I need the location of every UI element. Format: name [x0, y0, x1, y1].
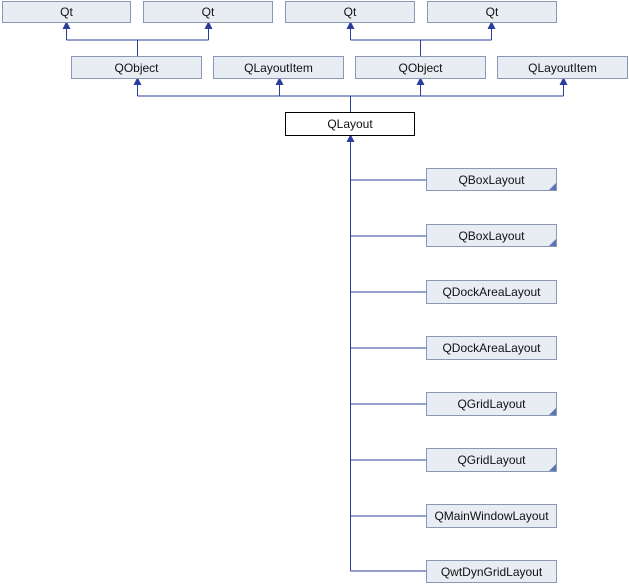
class-node-qt-2[interactable]: Qt	[143, 1, 273, 23]
class-node-label: QGridLayout	[457, 397, 526, 411]
class-node-label: Qt	[60, 5, 73, 19]
subclass-node-qmainwindowlayout[interactable]: QMainWindowLayout	[426, 504, 557, 528]
more-subclasses-marker	[549, 239, 556, 246]
class-node-label: QwtDynGridLayout	[440, 564, 543, 579]
subclass-node-qdockarealayout-1[interactable]: QDockAreaLayout	[426, 280, 557, 304]
subclass-node-qboxlayout-2[interactable]: QBoxLayout	[426, 224, 557, 247]
more-subclasses-marker	[549, 408, 556, 415]
class-node-label: QObject	[398, 60, 443, 75]
class-node-label: QGridLayout	[457, 453, 526, 467]
edge-group-children	[346, 134, 426, 572]
class-node-qt-1[interactable]: Qt	[2, 1, 131, 23]
class-node-label: QLayout	[327, 117, 373, 131]
class-node-label: QObject	[114, 60, 159, 75]
subclass-node-qdockarealayout-2[interactable]: QDockAreaLayout	[426, 336, 557, 360]
class-node-qobject-1[interactable]: QObject	[71, 56, 202, 79]
class-node-qt-3[interactable]: Qt	[285, 1, 415, 23]
edge-group-qt-right	[346, 21, 496, 56]
class-node-label: Qt	[201, 5, 215, 19]
edge-group-qlayout-parents	[133, 77, 568, 112]
class-node-label: QDockAreaLayout	[442, 285, 541, 299]
class-node-label: QLayoutItem	[244, 60, 313, 75]
more-subclasses-marker	[549, 464, 556, 471]
class-node-qlayoutitem-1[interactable]: QLayoutItem	[213, 56, 344, 79]
subclass-node-qwtdyngridlayout[interactable]: QwtDynGridLayout	[426, 560, 557, 583]
more-subclasses-marker	[549, 183, 556, 190]
class-node-qlayoutitem-2[interactable]: QLayoutItem	[497, 56, 628, 79]
class-node-label: Qt	[343, 5, 357, 19]
subclass-node-qgridlayout-1[interactable]: QGridLayout	[426, 392, 557, 416]
class-node-qobject-2[interactable]: QObject	[355, 56, 486, 79]
class-node-label: QBoxLayout	[458, 228, 525, 243]
subclass-node-qboxlayout-1[interactable]: QBoxLayout	[426, 168, 557, 191]
class-node-label: QMainWindowLayout	[434, 509, 549, 523]
class-node-qt-4[interactable]: Qt	[427, 1, 557, 23]
class-node-label: Qt	[485, 5, 499, 19]
edge-group-qt-left	[62, 21, 213, 56]
subclass-node-qgridlayout-2[interactable]: QGridLayout	[426, 448, 557, 472]
current-class-node-qlayout: QLayout	[285, 112, 415, 136]
class-node-label: QLayoutItem	[528, 60, 597, 75]
class-node-label: QBoxLayout	[458, 172, 525, 187]
class-node-label: QDockAreaLayout	[442, 341, 541, 355]
